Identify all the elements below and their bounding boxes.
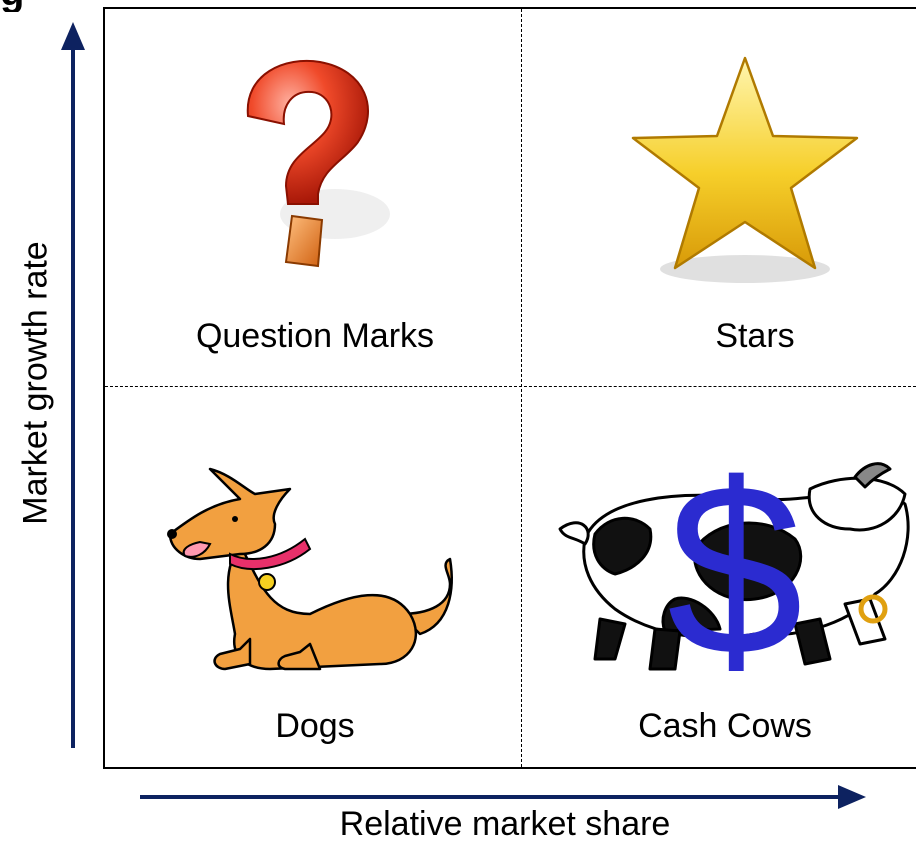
quadrant-label-dogs: Dogs bbox=[275, 707, 355, 745]
cow-icon bbox=[558, 462, 910, 671]
star-icon bbox=[631, 56, 859, 283]
y-axis-arrow bbox=[61, 22, 85, 748]
y-axis-label: Market growth rate bbox=[16, 241, 55, 525]
dog-icon bbox=[167, 467, 453, 671]
x-axis-arrow bbox=[140, 785, 866, 809]
svg-text:$: $ bbox=[667, 432, 803, 706]
question-mark-icon bbox=[246, 60, 390, 268]
x-axis-label: Relative market share bbox=[339, 805, 671, 843]
quadrant-label-stars: Stars bbox=[715, 317, 795, 355]
page-title: g bbox=[0, 0, 916, 12]
vertical-divider bbox=[521, 9, 522, 767]
horizontal-divider bbox=[105, 386, 916, 387]
growth-share-matrix: Question Marks Stars Dogs bbox=[103, 7, 916, 769]
quadrant-label-cash-cows: Cash Cows bbox=[638, 707, 812, 745]
quadrant-label-question-marks: Question Marks bbox=[195, 317, 435, 355]
dollar-sign-icon: $ bbox=[667, 432, 803, 706]
